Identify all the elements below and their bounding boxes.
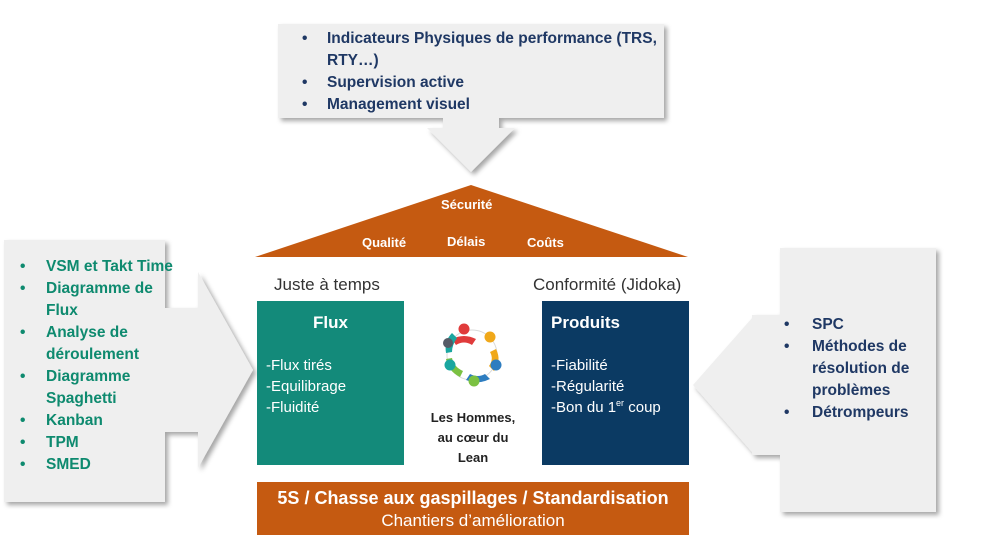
top-arrow-shape [278, 24, 664, 172]
produits-title: Produits [551, 313, 620, 332]
list-item: •Diagramme Spaghetti [20, 368, 131, 407]
bullet-icon: • [20, 324, 26, 341]
right-box-list: •SPC •Méthodes de résolution de problème… [782, 314, 932, 424]
bullet-icon: • [20, 412, 26, 429]
bullet-icon: • [302, 74, 308, 91]
list-item: •Analyse de déroulement [20, 324, 140, 363]
bullet-icon: • [20, 456, 26, 473]
bullet-icon: • [784, 316, 790, 333]
list-item: •SMED [18, 454, 178, 476]
roof-label-qualite: Qualité [362, 235, 407, 250]
foundation-bar: 5S / Chasse aux gaspillages / Standardis… [257, 482, 689, 535]
produits-items: -Fiabilité -Régularité -Bon du 1er coup [551, 355, 661, 418]
roof-label-securite: Sécurité [441, 197, 493, 212]
produits-pillar: Produits -Fiabilité -Régularité -Bon du … [542, 301, 689, 465]
list-item: •VSM et Takt Time [18, 256, 178, 278]
roof-label-delais: Délais [447, 234, 486, 249]
list-item: •Management visuel [300, 94, 670, 116]
flux-title: Flux [313, 313, 348, 332]
roof-label-couts: Coûts [527, 235, 564, 250]
pillar-heading-juste-a-temps: Juste à temps [274, 275, 380, 294]
list-item: •SPC [782, 314, 932, 336]
people-circle-icon [443, 323, 502, 387]
bullet-icon: • [784, 338, 790, 355]
bullet-icon: • [20, 280, 26, 297]
list-item: •TPM [18, 432, 178, 454]
center-caption: Les Hommes, au cœur du Lean [430, 410, 516, 465]
list-item: -Régularité [551, 378, 625, 395]
pillar-heading-conformite: Conformité (Jidoka) [533, 275, 682, 294]
bullet-icon: • [302, 96, 308, 113]
bullet-icon: • [20, 258, 26, 275]
list-item: •Indicateurs Physiques de performance (T… [302, 30, 657, 69]
foundation-line-1: 5S / Chasse aux gaspillages / Standardis… [277, 488, 669, 508]
top-box-list: •Indicateurs Physiques de performance (T… [300, 28, 670, 116]
bullet-icon: • [302, 30, 308, 47]
list-item: •Kanban [18, 410, 178, 432]
right-arrow-shape [693, 248, 936, 512]
roof-shape [255, 185, 688, 257]
list-item: -Fiabilité [551, 357, 608, 374]
list-item: •Supervision active [300, 72, 670, 94]
bullet-icon: • [784, 404, 790, 421]
foundation-line-2: Chantiers d’amélioration [381, 511, 565, 530]
list-item: -Equilibrage [266, 378, 347, 395]
left-arrow-shape [4, 240, 253, 502]
list-item: -Flux tirés [266, 357, 332, 374]
list-item: •Diagramme de Flux [20, 280, 153, 319]
left-box-list: •VSM et Takt Time •Diagramme de Flux •An… [18, 256, 178, 476]
flux-items: -Flux tirés -Equilibrage -Fluidité [266, 355, 346, 418]
list-item: •Méthodes de résolution de problèmes [784, 338, 910, 399]
flux-pillar: Flux -Flux tirés -Equilibrage -Fluidité [257, 301, 404, 465]
bullet-icon: • [20, 434, 26, 451]
list-item: -Fluidité [266, 399, 320, 416]
list-item: -Bon du 1er coup [551, 398, 661, 417]
bullet-icon: • [20, 368, 26, 385]
list-item: •Détrompeurs [782, 402, 932, 424]
